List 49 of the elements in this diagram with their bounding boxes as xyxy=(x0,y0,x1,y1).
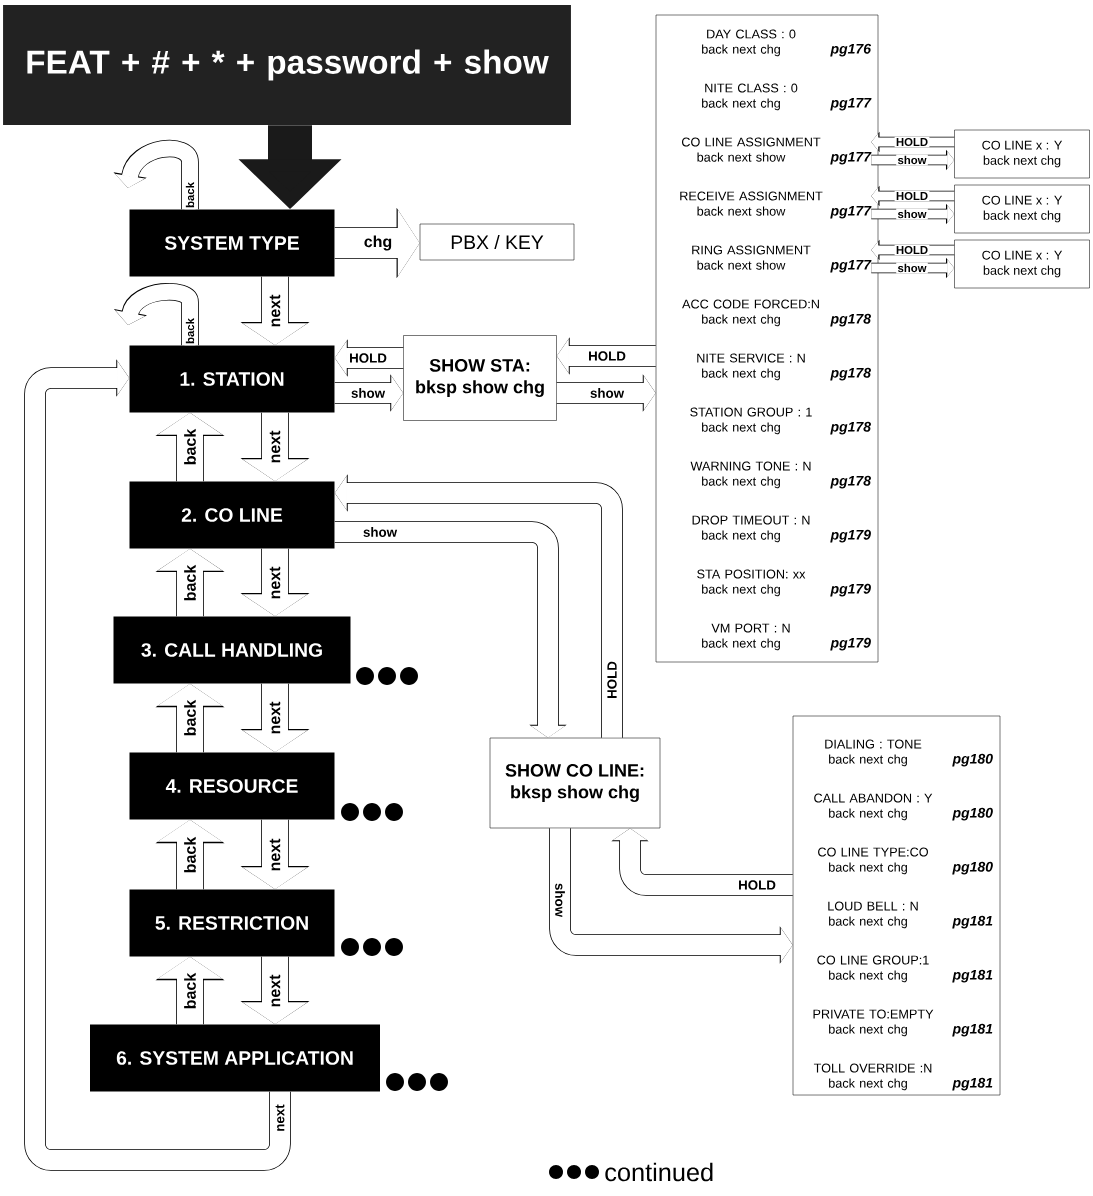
list-panel xyxy=(792,715,1001,1096)
menu-item: STA POSITION: xx back next chg pg179 xyxy=(697,569,871,597)
submenu-box: SHOW STA: bksp show chg xyxy=(403,335,557,421)
menu-item: DAY CLASS : 0 back next chg pg176 xyxy=(702,29,872,57)
edge-label: show xyxy=(896,262,928,274)
menu-item: CO LINE GROUP:1 back next chg pg181 xyxy=(817,955,993,983)
value-box: PBX / KEY xyxy=(419,223,575,261)
menu-item: CALL ABANDON : Y back next chg pg180 xyxy=(814,793,993,821)
edge-label: next xyxy=(268,565,282,601)
option-box: CO LINE x : Y back next chg xyxy=(954,184,1090,234)
option-box: CO LINE x : Y back next chg xyxy=(954,239,1090,289)
menu-item: PRIVATE TO:EMPTY back next chg pg181 xyxy=(813,1009,993,1037)
menu-item: RECEIVE ASSIGNMENT back next show pg177 xyxy=(680,191,872,219)
option-box: CO LINE x : Y back next chg xyxy=(954,129,1090,179)
edge-label: next xyxy=(268,700,282,736)
menu-item: NITE CLASS : 0 back next chg pg177 xyxy=(702,83,872,111)
edge-label: chg xyxy=(362,234,394,252)
edge-label: show xyxy=(896,208,928,220)
menu-item: STATION GROUP : 1 back next chg pg178 xyxy=(690,407,871,435)
edge-label: show xyxy=(896,154,928,166)
menu-item: WARNING TONE : N back next chg pg178 xyxy=(690,461,871,489)
legend-text: continued xyxy=(605,1162,713,1182)
menu-item: NITE SERVICE : N back next chg pg178 xyxy=(697,353,871,381)
edge-label: HOLD xyxy=(894,136,930,148)
menu-item: CO LINE ASSIGNMENT back next show pg177 xyxy=(682,137,872,165)
menu-item: DIALING : TONE back next chg pg180 xyxy=(825,739,993,767)
edge-label: next xyxy=(268,973,282,1009)
edge-label: next xyxy=(268,429,282,465)
edge-label: back xyxy=(184,316,196,346)
menu-item: CO LINE TYPE:CO back next chg pg180 xyxy=(818,847,993,875)
list-panel xyxy=(655,14,879,663)
arrow xyxy=(611,828,793,896)
edge-label: next xyxy=(274,1102,286,1134)
arrow xyxy=(24,359,291,1171)
menu-item: RING ASSIGNMENT back next show pg177 xyxy=(692,245,872,273)
menu-item: ACC CODE FORCED:N back next chg pg178 xyxy=(682,299,871,327)
title-banner: FEAT + # + * + password + show xyxy=(3,5,571,125)
menu-item: VM PORT : N back next chg pg179 xyxy=(702,623,871,651)
menu-box: SYSTEM TYPE xyxy=(129,209,335,277)
edge-label: next xyxy=(268,837,282,873)
edge-label: next xyxy=(268,293,282,329)
edge-label: HOLD xyxy=(894,190,930,202)
menu-item: TOLL OVERRIDE :N back next chg pg181 xyxy=(813,1063,993,1091)
menu-item: DROP TIMEOUT : N back next chg pg179 xyxy=(692,515,871,543)
edge-label: HOLD xyxy=(894,244,930,256)
edge-label: back xyxy=(184,180,196,210)
menu-item: LOUD BELL : N back next chg pg181 xyxy=(828,901,993,929)
arrow xyxy=(334,521,567,738)
submenu-box: SHOW CO LINE: bksp show chg xyxy=(489,737,661,829)
